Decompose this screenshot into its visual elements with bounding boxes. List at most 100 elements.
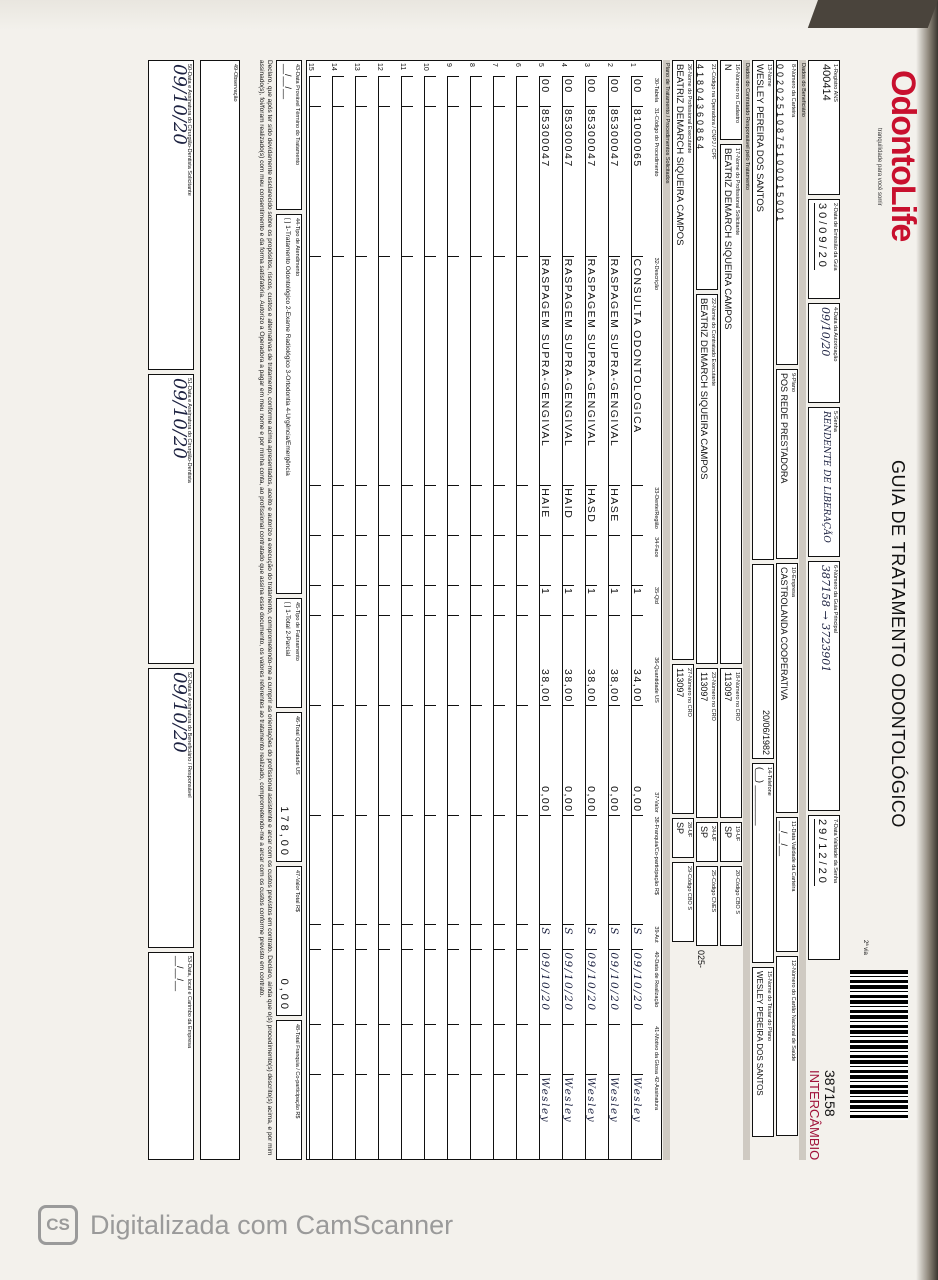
cell-dente-regiao[interactable]	[309, 485, 321, 536]
cell-valor[interactable]	[493, 704, 505, 815]
cell-tabela[interactable]: 00	[585, 75, 597, 106]
cell-franquia[interactable]	[424, 814, 436, 925]
cell-data-realizacao[interactable]: 09/10/20	[585, 949, 597, 1025]
cell-codigo[interactable]	[447, 105, 459, 256]
cell-qtd[interactable]	[516, 585, 528, 615]
cell-tabela[interactable]	[332, 75, 344, 106]
cell-descricao[interactable]	[309, 255, 321, 486]
cell-quantidade-us[interactable]: 38,00	[608, 614, 620, 705]
cell-franquia[interactable]	[516, 814, 528, 925]
field-cbo-prof-executante[interactable]: 29-Código CBO S	[672, 862, 694, 942]
cell-motivo-glosa[interactable]	[355, 1024, 367, 1075]
cell-motivo-glosa[interactable]	[447, 1024, 459, 1075]
cell-codigo[interactable]: 85300047	[539, 105, 551, 256]
cell-descricao[interactable]	[447, 255, 459, 486]
cell-dente-regiao[interactable]	[447, 485, 459, 536]
cell-assinatura[interactable]: Wesley	[631, 1074, 643, 1159]
cell-assinatura[interactable]	[378, 1074, 390, 1159]
cell-qtd[interactable]: 1	[562, 585, 574, 615]
cell-codigo[interactable]: 85300047	[585, 105, 597, 256]
cell-valor[interactable]	[447, 704, 459, 815]
cell-descricao[interactable]	[332, 255, 344, 486]
field-telefone[interactable]: 14-Telefone(__) ________	[752, 763, 774, 963]
cell-valor[interactable]	[309, 704, 321, 815]
cell-franquia[interactable]	[332, 814, 344, 925]
cell-assinatura[interactable]	[355, 1074, 367, 1159]
cell-aut[interactable]: S	[585, 924, 597, 950]
cell-motivo-glosa[interactable]	[539, 1024, 551, 1075]
cell-motivo-glosa[interactable]	[401, 1024, 413, 1075]
cell-aut[interactable]	[355, 924, 367, 950]
cell-assinatura[interactable]	[447, 1074, 459, 1159]
cell-codigo[interactable]	[309, 105, 321, 256]
cell-aut[interactable]	[447, 924, 459, 950]
cell-codigo[interactable]: 85300047	[608, 105, 620, 256]
cell-valor[interactable]: 0,00	[585, 704, 597, 815]
cell-dente-regiao[interactable]	[424, 485, 436, 536]
cell-tabela[interactable]	[378, 75, 390, 106]
cell-tabela[interactable]	[470, 75, 482, 106]
cell-face[interactable]	[493, 535, 505, 586]
cell-assinatura[interactable]: Wesley	[539, 1074, 551, 1159]
cell-quantidade-us[interactable]: 38,00	[539, 614, 551, 705]
cell-motivo-glosa[interactable]	[309, 1024, 321, 1075]
cell-data-realizacao[interactable]	[332, 949, 344, 1025]
cell-face[interactable]	[401, 535, 413, 586]
cell-tabela[interactable]: 00	[631, 75, 643, 106]
cell-dente-regiao[interactable]: HAIE	[539, 485, 551, 536]
cell-tabela[interactable]	[516, 75, 528, 106]
cell-codigo[interactable]	[355, 105, 367, 256]
cell-qtd[interactable]: 1	[585, 585, 597, 615]
cell-aut[interactable]: S	[539, 924, 551, 950]
cell-quantidade-us[interactable]	[447, 614, 459, 705]
cell-assinatura[interactable]	[424, 1074, 436, 1159]
cell-valor[interactable]: 0,00	[562, 704, 574, 815]
cell-data-realizacao[interactable]: 09/10/20	[562, 949, 574, 1025]
cell-aut[interactable]: S	[631, 924, 643, 950]
cell-tabela[interactable]: 00	[539, 75, 551, 106]
field-data-nascimento[interactable]: 20/06/1982	[752, 564, 774, 759]
cell-valor[interactable]: 0,00	[631, 704, 643, 815]
cell-aut[interactable]	[309, 924, 321, 950]
cell-quantidade-us[interactable]: 34,00	[631, 614, 643, 705]
cell-qtd[interactable]	[355, 585, 367, 615]
cell-data-realizacao[interactable]	[447, 949, 459, 1025]
cell-face[interactable]	[332, 535, 344, 586]
field-cbo-solicitante[interactable]: 20-Código CBO S	[720, 866, 742, 946]
cell-franquia[interactable]	[309, 814, 321, 925]
cell-face[interactable]	[355, 535, 367, 586]
cell-data-realizacao[interactable]: 09/10/20	[539, 949, 551, 1025]
cell-descricao[interactable]	[493, 255, 505, 486]
cell-assinatura[interactable]	[470, 1074, 482, 1159]
cell-descricao[interactable]: RASPAGEM SUPRA-GENGIVAL	[539, 255, 551, 486]
signature-dentista-solicitante[interactable]: 50-Data e Assinatura do Cirurgião-Dentis…	[148, 60, 194, 370]
cell-franquia[interactable]	[401, 814, 413, 925]
cell-qtd[interactable]	[309, 585, 321, 615]
signature-beneficiario[interactable]: 52-Data e Assinatura do Beneficiário / R…	[148, 668, 194, 948]
cell-dente-regiao[interactable]	[332, 485, 344, 536]
cell-motivo-glosa[interactable]	[424, 1024, 436, 1075]
cell-dente-regiao[interactable]	[355, 485, 367, 536]
cell-quantidade-us[interactable]	[424, 614, 436, 705]
cell-quantidade-us[interactable]	[470, 614, 482, 705]
cell-motivo-glosa[interactable]	[470, 1024, 482, 1075]
cell-assinatura[interactable]	[516, 1074, 528, 1159]
cell-codigo[interactable]	[493, 105, 505, 256]
cell-assinatura[interactable]: Wesley	[585, 1074, 597, 1159]
cell-dente-regiao[interactable]	[493, 485, 505, 536]
cell-assinatura[interactable]	[401, 1074, 413, 1159]
cell-codigo[interactable]: 85300047	[562, 105, 574, 256]
